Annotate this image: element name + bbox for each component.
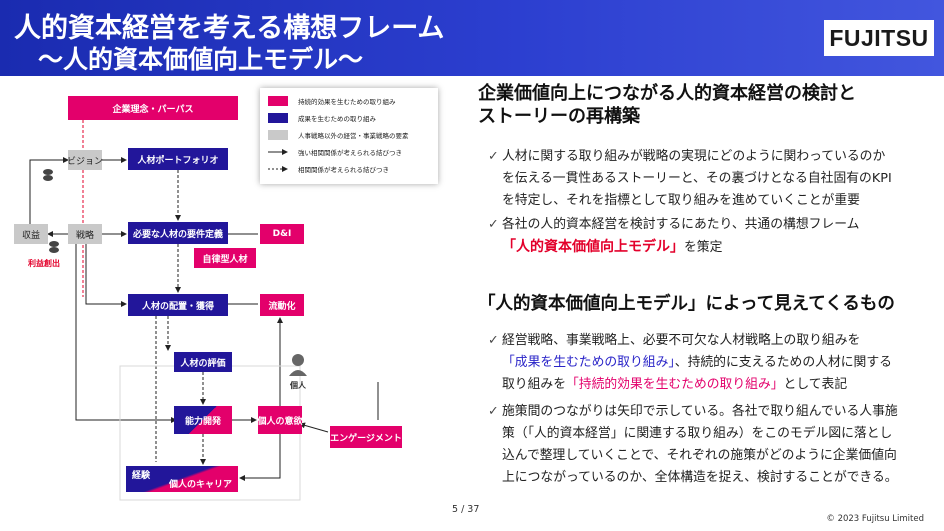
profit-label: 利益創出: [28, 259, 60, 268]
strategy-box: 戦略: [68, 224, 102, 244]
header-banner: 人的資本経営を考える構想フレーム ～人的資本価値向上モデル～ FUJITSU: [0, 0, 944, 76]
individual-label: 個人: [290, 381, 306, 390]
mobility-box: 流動化: [260, 294, 304, 316]
career-box: 経験 個人のキャリア: [126, 466, 238, 492]
section-heading-1: 企業価値向上につながる人的資本経営の検討と ストーリーの再構築: [478, 83, 856, 127]
revenue-box: 収益: [14, 224, 48, 244]
page-number: 5 / 37: [452, 504, 480, 515]
legend-item: 相関関係が考えられる結びつき: [268, 164, 389, 174]
legend-item: 持続的効果を生むための取り組み: [268, 96, 396, 106]
bullet-4: ✓施策間のつながりは矢印で示している。各社で取り組んでいる人事施 策（「人的資本…: [488, 404, 898, 485]
motivation-box: 個人の意欲: [258, 406, 303, 434]
vision-box: ビジョン: [67, 150, 103, 170]
bullet-3: ✓経営戦略、事業戦略上、必要不可欠な人材戦略上の取り組みを 「成果を生むための取…: [488, 333, 892, 392]
experience-label: 経験: [132, 471, 151, 481]
copyright: © 2023 Fujitsu Limited: [826, 514, 924, 524]
engagement-box: エンゲージメント: [330, 426, 402, 448]
evaluation-box: 人材の評価: [174, 352, 232, 372]
portfolio-box: 人材ポートフォリオ: [128, 148, 228, 170]
model-diagram: 持続的効果を生むための取り組み 成果を生むための取り組み 人事戦略以外の経営・事…: [8, 82, 444, 506]
legend-item: 人事戦略以外の経営・事業戦略の要素: [268, 130, 409, 140]
legend-item: 強い相関関係が考えられる結びつき: [268, 147, 402, 157]
bullet-2: ✓各社の人的資本経営を検討するにあたり、共通の構想フレーム 「人的資本価値向上モ…: [488, 217, 860, 255]
legend-item: 成果を生むための取り組み: [268, 113, 376, 123]
capability-box: 能力開発: [174, 406, 232, 434]
diagram-legend: 持続的効果を生むための取り組み 成果を生むための取り組み 人事戦略以外の経営・事…: [260, 88, 438, 184]
di-box: D&I: [260, 224, 304, 244]
autonomous-box: 自律型人材: [194, 248, 256, 268]
bullet-1: ✓人材に関する取り組みが戦略の実現にどのように関わっているのか を伝える一貫性あ…: [488, 149, 892, 208]
placement-box: 人材の配置・獲得: [128, 294, 228, 316]
purpose-box: 企業理念・パーパス: [68, 96, 238, 120]
fujitsu-logo: FUJITSU: [824, 20, 934, 56]
career-label: 個人のキャリア: [168, 480, 232, 490]
page-title: 人的資本経営を考える構想フレーム: [14, 13, 445, 44]
model-name-highlight: 「人的資本価値向上モデル」: [502, 239, 684, 255]
page-subtitle: ～人的資本価値向上モデル～: [38, 45, 364, 74]
section-heading-2: 「人的資本価値向上モデル」によって見えてくるもの: [478, 294, 895, 314]
requirements-box: 必要な人材の要件定義: [128, 222, 228, 244]
